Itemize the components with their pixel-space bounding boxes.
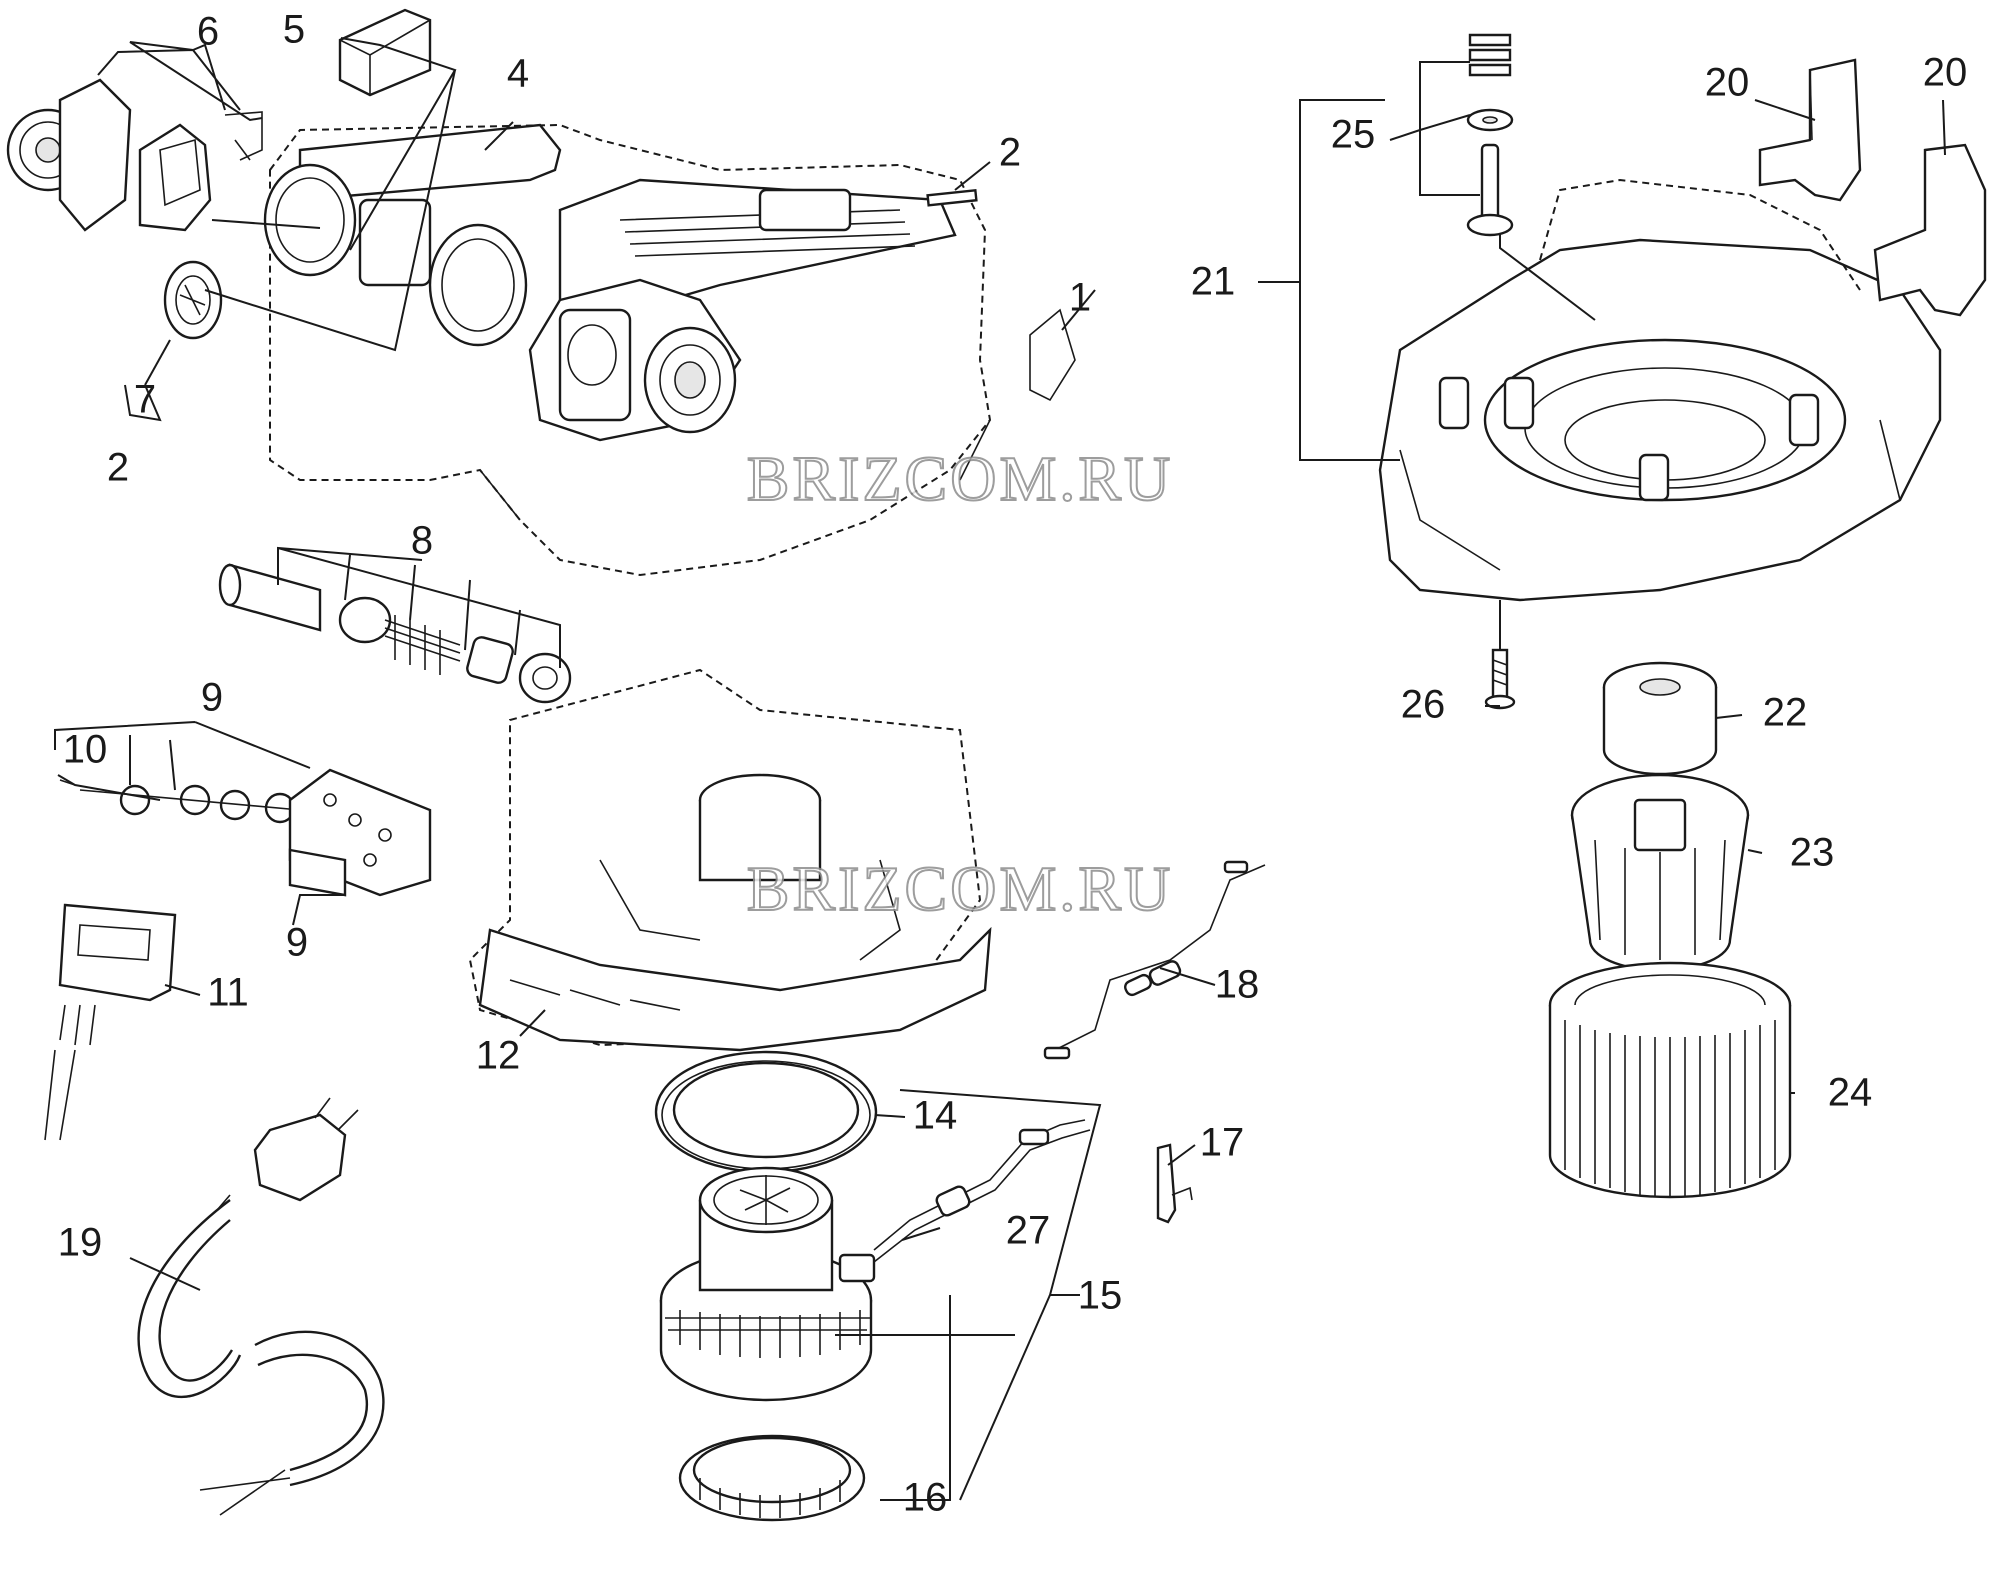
motor-part-15: [659, 1166, 876, 1402]
callout-9: 9: [201, 676, 223, 720]
rod-assembly-part-8: [218, 563, 572, 704]
ring-part-14: [654, 1050, 878, 1174]
callout-2: 2: [999, 131, 1021, 175]
callouts: 1 2 2 4 5 6 7 8 9 9 10 11 12 14 15 16 17…: [58, 8, 1968, 1520]
callout-20: 20: [1923, 51, 1968, 95]
watermark: BRIZCOM.RU: [747, 853, 1174, 924]
callout-26: 26: [1401, 683, 1446, 727]
callout-6: 6: [197, 10, 219, 54]
callout-12: 12: [476, 1034, 521, 1078]
hook-part-17: [1156, 1143, 1193, 1224]
callout-27: 27: [1006, 1209, 1051, 1253]
leader-lines: [54, 37, 1946, 1501]
cable-part-18: [1043, 860, 1266, 1060]
callout-17: 17: [1200, 1121, 1245, 1165]
callout-1: 1: [1069, 276, 1091, 320]
terminal-block-part-9: [59, 768, 432, 897]
callout-11: 11: [207, 971, 249, 1015]
callout-23: 23: [1790, 831, 1835, 875]
switch-assembly-part-6: [6, 78, 263, 232]
callout-9: 9: [286, 921, 308, 965]
cage-part-23: [1570, 773, 1750, 972]
callout-10: 10: [63, 728, 108, 772]
valve-part-25: [1466, 33, 1514, 237]
filter-part-24: [1548, 961, 1792, 1199]
tank-part-21: [1378, 178, 1942, 602]
callout-21: 21: [1191, 260, 1236, 304]
callout-22: 22: [1763, 691, 1808, 735]
callout-24: 24: [1828, 1071, 1873, 1115]
watermark: BRIZCOM.RU: [747, 443, 1174, 514]
callout-25: 25: [1331, 113, 1376, 157]
cap-part-5: [338, 8, 432, 97]
gasket-part-16: [678, 1434, 866, 1522]
callout-20: 20: [1705, 61, 1750, 105]
wiring-part-27: [873, 1119, 1091, 1263]
callout-7: 7: [134, 378, 156, 422]
callout-18: 18: [1215, 963, 1260, 1007]
callout-4: 4: [507, 52, 529, 96]
bracket-part-20-right: [1873, 143, 1987, 317]
strip-part-2: [926, 188, 978, 207]
callout-8: 8: [411, 519, 433, 563]
callout-16: 16: [903, 1476, 948, 1520]
callout-2: 2: [107, 446, 129, 490]
knob-part-7: [163, 260, 223, 340]
screw-part-26: [1484, 648, 1516, 710]
filter-cap-part-22: [1602, 661, 1718, 776]
bracket-part-20-left: [1758, 58, 1862, 202]
callout-5: 5: [283, 8, 305, 52]
callout-15: 15: [1078, 1274, 1123, 1318]
base-chassis-part-12: [468, 668, 992, 1052]
callout-19: 19: [58, 1221, 103, 1265]
switch-part-11: [44, 903, 177, 1141]
power-cord-part-19: [137, 1097, 385, 1516]
callout-14: 14: [913, 1094, 958, 1138]
top-housing-part: [263, 123, 1076, 577]
